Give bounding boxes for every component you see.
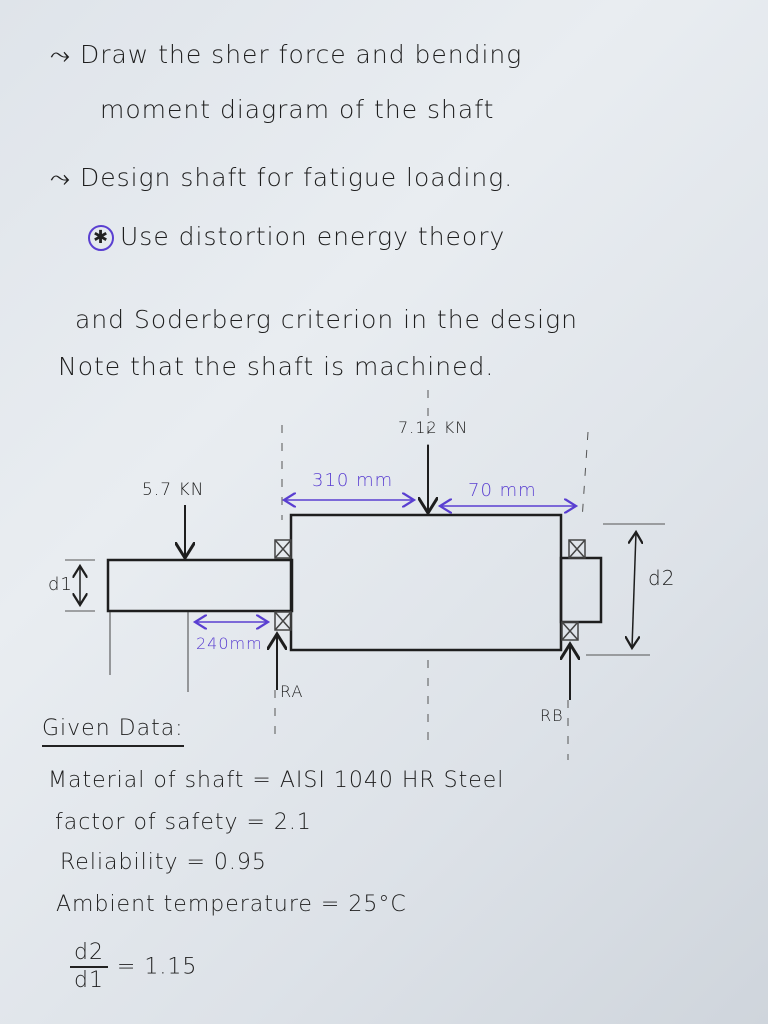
- arrow-bullet-icon: ⤳: [50, 40, 80, 69]
- load-label-center: 7.12 KN: [398, 418, 469, 437]
- label-d2: d2: [648, 566, 676, 590]
- dim-arrow-d2: [632, 532, 636, 648]
- label-rb: RB: [540, 706, 564, 725]
- shaft-right-stub: [559, 556, 603, 624]
- instruction-text: Draw the sher force and bending: [79, 40, 523, 69]
- load-label-left: 5.7 KN: [142, 480, 205, 500]
- label-d1: d1: [48, 574, 73, 595]
- dim-label-310: 310 mm: [312, 470, 394, 491]
- given-reliability: Reliability = 0.95: [60, 850, 267, 875]
- instruction-text: moment diagram of the shaft: [100, 95, 495, 124]
- given-fos: factor of safety = 2.1: [55, 810, 312, 835]
- star-circle-icon: ✱: [88, 225, 114, 251]
- arrow-bullet-icon: ⤳: [50, 163, 80, 192]
- instruction-1-cont: moment diagram of the shaft: [100, 95, 494, 124]
- instruction-2: ⤳ Design shaft for fatigue loading.: [50, 163, 513, 193]
- ratio-fraction: d2 d1: [70, 940, 108, 994]
- instruction-text: Design shaft for fatigue loading.: [79, 163, 514, 192]
- given-material: Material of shaft = AISI 1040 HR Steel: [48, 768, 505, 793]
- instruction-3: ✱Use distortion energy theory: [88, 222, 505, 251]
- shaft-large-section: [289, 513, 563, 652]
- instruction-1: ⤳ Draw the sher force and bending: [50, 40, 522, 70]
- given-temperature: Ambient temperature = 25°C: [56, 892, 407, 917]
- bearing-icon: [274, 539, 586, 641]
- shaft-small-section: [106, 558, 294, 613]
- instruction-text: Note that the shaft is machined.: [58, 352, 495, 381]
- ratio-numerator: d2: [70, 940, 108, 968]
- instruction-text: Use distortion energy theory: [120, 222, 506, 251]
- dim-label-70: 70 mm: [468, 480, 537, 501]
- ratio-denominator: d1: [74, 968, 104, 993]
- dim-label-240: 240mm: [196, 634, 263, 653]
- label-ra: RA: [280, 682, 304, 701]
- instruction-4: and Soderberg criterion in the design: [75, 305, 578, 334]
- given-diameter-ratio: d2 d1 = 1.15: [70, 940, 197, 994]
- given-heading-text: Given Data:: [42, 716, 184, 747]
- given-heading: Given Data:: [42, 716, 184, 747]
- instruction-5: Note that the shaft is machined.: [58, 352, 494, 381]
- ratio-value: = 1.15: [116, 954, 198, 980]
- instruction-text: and Soderberg criterion in the design: [75, 305, 578, 334]
